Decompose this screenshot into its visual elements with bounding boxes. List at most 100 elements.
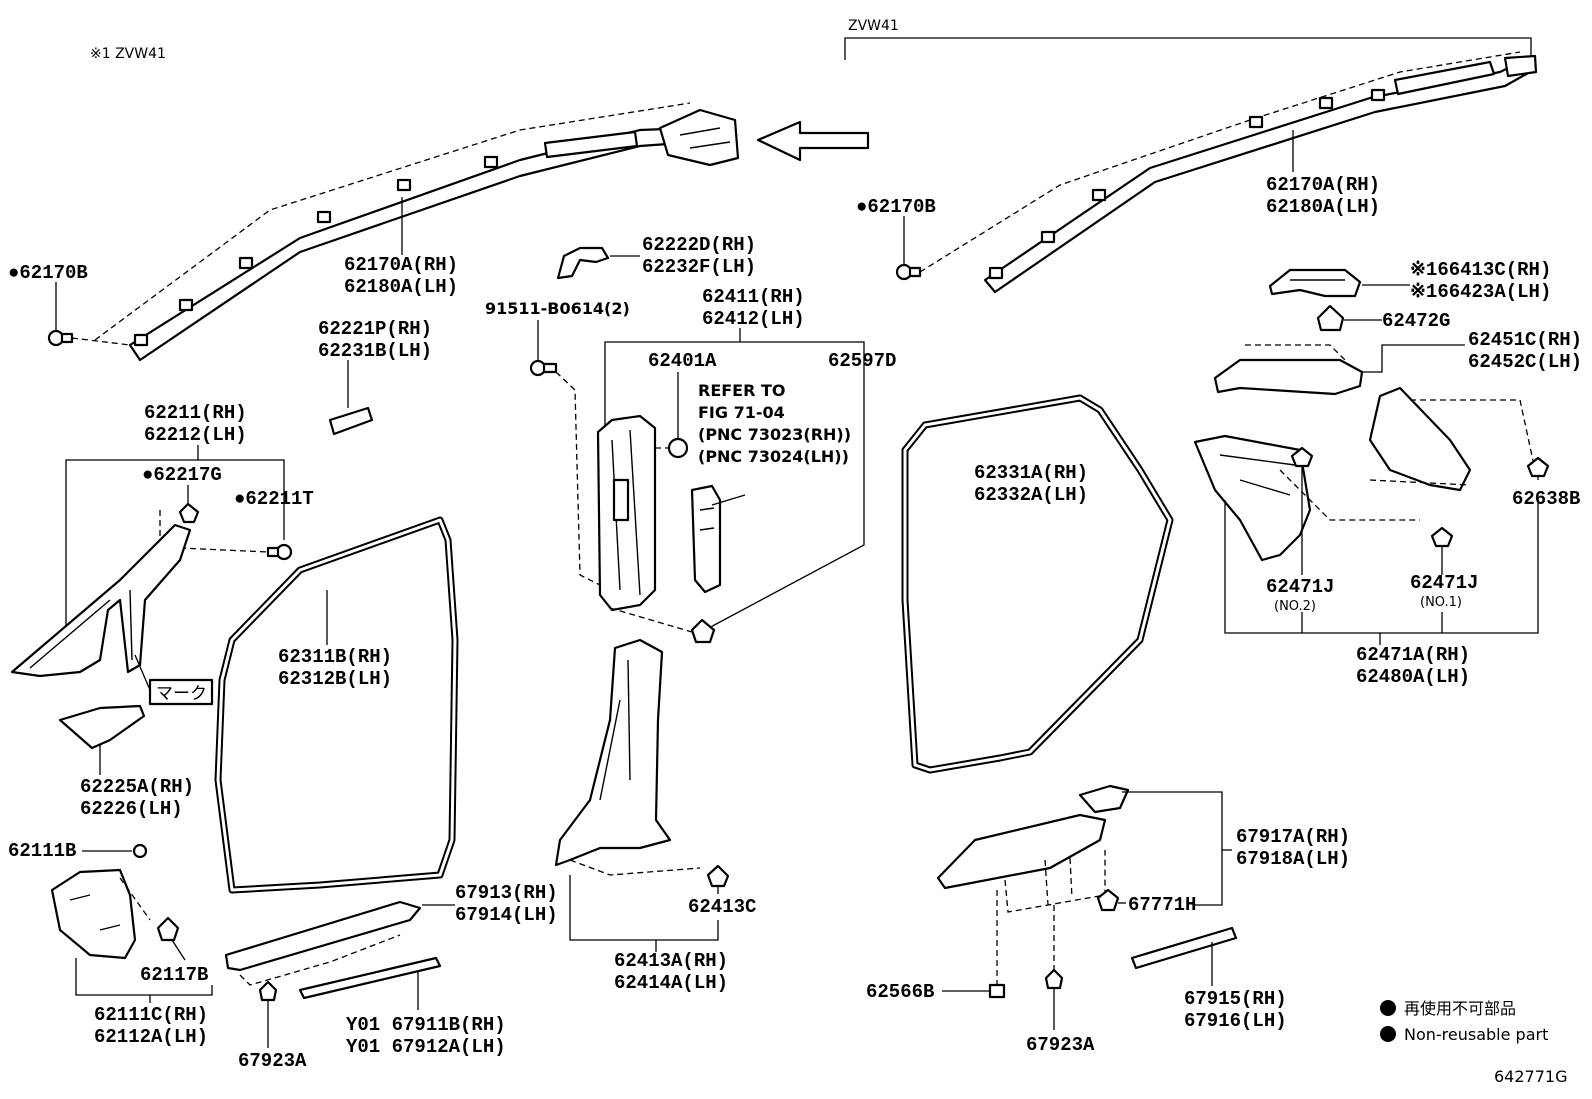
direction-arrow bbox=[756, 120, 870, 162]
legend-en: Non-reusable part bbox=[1404, 1025, 1548, 1044]
label-67911b: Y01 67911B(RH) bbox=[346, 1014, 506, 1036]
clip-67923a-right bbox=[1044, 905, 1064, 1030]
scuff-strip-67911b bbox=[298, 956, 442, 1010]
a-pillar-garnish bbox=[10, 510, 192, 678]
label-62212: 62212(LH) bbox=[144, 424, 247, 446]
label-67918a: 67918A(LH) bbox=[1236, 848, 1350, 870]
label-62217g: ●62217G bbox=[142, 464, 222, 486]
label-62414a: 62414A(LH) bbox=[614, 972, 728, 994]
label-62411: 62411(RH) bbox=[702, 286, 805, 308]
label-62170b-left: ●62170B bbox=[8, 262, 88, 284]
clip-62217g bbox=[178, 485, 200, 524]
label-62111c: 62111C(RH) bbox=[94, 1004, 208, 1026]
label-62225a: 62225A(RH) bbox=[80, 776, 194, 798]
refer-line-3: (PNC 73023(RH)) bbox=[698, 425, 851, 444]
label-62170a-right: 62170A(RH) bbox=[1266, 174, 1380, 196]
clip-62597d bbox=[609, 607, 716, 644]
refer-line-1: REFER TO bbox=[698, 381, 786, 400]
label-62413a: 62413A(RH) bbox=[614, 950, 728, 972]
label-62170a-left: 62170A(RH) bbox=[344, 254, 458, 276]
clip-62117b bbox=[156, 916, 186, 961]
label-mark: マーク bbox=[156, 684, 207, 704]
label-62180a-right: 62180A(LH) bbox=[1266, 196, 1380, 218]
b-pillar-upper bbox=[596, 414, 657, 612]
clip-67923a-left bbox=[258, 980, 278, 1048]
roof-rail-left bbox=[94, 102, 740, 362]
label-67923a-left: 67923A bbox=[238, 1050, 307, 1072]
clip-62401a bbox=[655, 372, 689, 459]
screw-62211t bbox=[179, 543, 293, 561]
label-62312b: 62312B(LH) bbox=[278, 668, 392, 690]
label-66423a: ※166423A(LH) bbox=[1410, 281, 1551, 303]
refer-line-2: FIG 71-04 bbox=[698, 403, 785, 422]
note-right: ZVW41 bbox=[848, 18, 899, 34]
label-62211: 62211(RH) bbox=[144, 402, 247, 424]
refer-line-4: (PNC 73024(LH)) bbox=[698, 447, 849, 466]
label-62471a: 62471A(RH) bbox=[1356, 644, 1470, 666]
label-67913: 67913(RH) bbox=[455, 882, 558, 904]
legend-dot-en bbox=[1380, 1026, 1396, 1042]
label-62472g: 62472G bbox=[1382, 310, 1450, 332]
label-67771h: 67771H bbox=[1128, 894, 1196, 916]
label-67915: 67915(RH) bbox=[1184, 988, 1287, 1010]
label-66413c: ※166413C(RH) bbox=[1410, 259, 1551, 281]
figure-id: 642771G bbox=[1494, 1067, 1567, 1086]
clip-62471j-no1 bbox=[1430, 526, 1454, 575]
label-91511: 91511-B0614(2) bbox=[485, 299, 630, 318]
pad-62221p bbox=[328, 360, 374, 436]
legend-jp: 再使用不可部品 bbox=[1404, 999, 1516, 1018]
label-67914: 67914(LH) bbox=[455, 904, 558, 926]
clip-62638b bbox=[1526, 456, 1550, 480]
bracket-66413c bbox=[1268, 268, 1362, 298]
clip-62472g bbox=[1316, 304, 1345, 332]
label-62597d: 62597D bbox=[828, 350, 896, 372]
label-no2: (NO.2) bbox=[1274, 599, 1316, 614]
clip-62413c bbox=[706, 864, 730, 894]
label-62111b: 62111B bbox=[8, 840, 76, 862]
label-62412: 62412(LH) bbox=[702, 308, 805, 330]
label-62471j-no2: 62471J bbox=[1266, 576, 1334, 598]
label-62180a-left: 62180A(LH) bbox=[344, 276, 458, 298]
scuff-strip-67915 bbox=[1130, 926, 1238, 986]
label-62231b: 62231B(LH) bbox=[318, 340, 432, 362]
label-67912a: Y01 67912A(LH) bbox=[346, 1036, 506, 1058]
panel-62451c bbox=[1213, 344, 1364, 396]
label-62638b: 62638B bbox=[1512, 488, 1580, 510]
zvw41-bracket bbox=[844, 37, 1532, 60]
label-62112a: 62112A(LH) bbox=[94, 1026, 208, 1048]
cover-62225a bbox=[58, 704, 146, 775]
label-62480a: 62480A(LH) bbox=[1356, 666, 1470, 688]
label-62332a: 62332A(LH) bbox=[974, 484, 1088, 506]
legend-dot-jp bbox=[1380, 1000, 1396, 1016]
quarter-trim-upper bbox=[1193, 386, 1536, 562]
roof-rail-right bbox=[919, 51, 1538, 294]
clip-62170b-left bbox=[47, 282, 131, 347]
label-62413c: 62413C bbox=[688, 896, 756, 918]
label-no1: (NO.1) bbox=[1420, 595, 1462, 610]
note-left: ※1 ZVW41 bbox=[90, 46, 166, 62]
label-62117b: 62117B bbox=[140, 964, 208, 986]
label-62311b: 62311B(RH) bbox=[278, 646, 392, 668]
label-62211t: ●62211T bbox=[234, 488, 314, 510]
rear-scuff-plate bbox=[936, 784, 1130, 913]
rear-door-weatherstrip bbox=[901, 394, 1174, 774]
label-62222d: 62222D(RH) bbox=[642, 234, 756, 256]
clip-62170b-right bbox=[895, 216, 922, 281]
label-67923a-right: 67923A bbox=[1026, 1034, 1095, 1056]
label-62331a: 62331A(RH) bbox=[974, 462, 1088, 484]
label-62471j-no1: 62471J bbox=[1410, 572, 1478, 594]
cowl-side-trim bbox=[50, 868, 151, 960]
b-pillar-lower bbox=[554, 638, 701, 876]
label-62401a: 62401A bbox=[648, 350, 717, 372]
label-62226: 62226(LH) bbox=[80, 798, 183, 820]
front-door-weatherstrip bbox=[214, 516, 459, 894]
seatbelt-guide bbox=[690, 484, 746, 594]
bracket-62222d bbox=[556, 246, 610, 280]
label-62451c: 62451C(RH) bbox=[1468, 329, 1582, 351]
front-scuff-plate bbox=[224, 900, 422, 986]
bolt-91511 bbox=[529, 320, 601, 586]
label-62452c: 62452C(LH) bbox=[1468, 351, 1582, 373]
label-62566b: 62566B bbox=[866, 981, 934, 1003]
clip-67771h bbox=[1096, 888, 1126, 912]
